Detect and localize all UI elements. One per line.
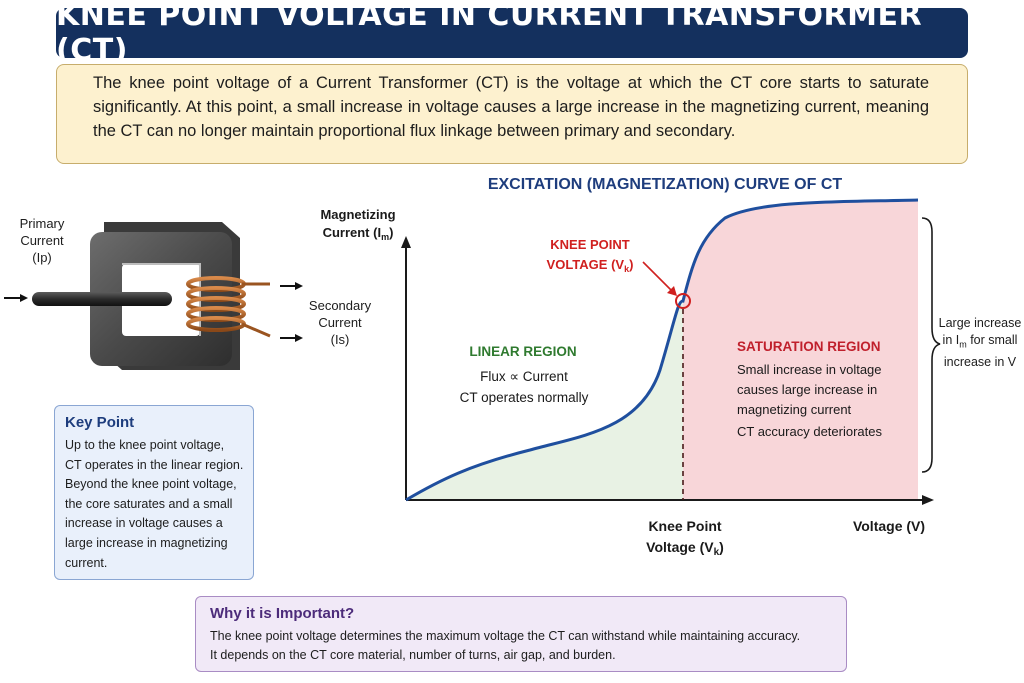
knee-point-arrowhead xyxy=(667,286,677,296)
saturation-region-line2: causes large increase in xyxy=(737,382,877,397)
secondary-current-label: Secondary Current (Is) xyxy=(308,298,372,347)
knee-point-arrow xyxy=(642,261,675,294)
knee-point-label-line1: KNEE POINT xyxy=(550,237,630,252)
key-point-title: Key Point xyxy=(65,414,135,431)
knee-point-label-line2: VOLTAGE (Vk) xyxy=(547,257,634,274)
key-point-box: Key Point Up to the knee point voltage, … xyxy=(54,405,254,580)
linear-region-fill xyxy=(406,300,683,500)
knee-point-marker xyxy=(675,293,691,309)
why-important-title: Why it is Important? xyxy=(210,605,355,622)
linear-region-title: LINEAR REGION xyxy=(469,344,576,359)
x-axis-arrow xyxy=(922,495,934,505)
right-brace xyxy=(921,217,941,473)
y-axis-arrow xyxy=(401,236,411,248)
intro-text: The knee point voltage of a Current Tran… xyxy=(93,74,929,140)
y-axis-label-line1: Magnetizing xyxy=(320,207,395,222)
why-important-body: The knee point voltage determines the ma… xyxy=(210,629,801,662)
x-axis-label: Voltage (V) xyxy=(853,518,925,534)
ct-core-svg xyxy=(4,222,303,370)
y-axis-label-line2: Current (Im) xyxy=(323,225,394,242)
excitation-curve-chart: Magnetizing Current (Im) Voltage (V) Kne… xyxy=(320,198,941,558)
saturation-region-fill xyxy=(683,200,918,500)
why-important-box: Why it is Important? The knee point volt… xyxy=(195,596,847,672)
saturation-region-line1: Small increase in voltage xyxy=(737,362,882,377)
saturation-region-line4: CT accuracy deteriorates xyxy=(737,424,882,439)
primary-conductor xyxy=(32,292,172,306)
excitation-curve-line xyxy=(405,198,919,502)
title-banner: KNEE POINT VOLTAGE IN CURRENT TRANSFORME… xyxy=(56,0,968,68)
key-point-body: Up to the knee point voltage, CT operate… xyxy=(65,438,244,570)
chart-title: EXCITATION (MAGNETIZATION) CURVE OF CT xyxy=(487,176,843,193)
primary-current-label: Primary Current (Ip) xyxy=(19,216,65,265)
saturation-region-line3: magnetizing current xyxy=(737,402,852,417)
right-note: Large increase in Im for small increase … xyxy=(938,316,1022,369)
intro-box: The knee point voltage of a Current Tran… xyxy=(56,64,968,164)
saturation-region-title: SATURATION REGION xyxy=(737,339,881,354)
knee-axis-label-line2: Voltage (Vk) xyxy=(646,539,724,558)
knee-axis-label-line1: Knee Point xyxy=(648,518,721,534)
page-title: KNEE POINT VOLTAGE IN CURRENT TRANSFORME… xyxy=(56,0,923,68)
linear-region-line1: Flux ∝ Current xyxy=(480,369,568,384)
secondary-coil xyxy=(186,276,271,338)
linear-region-line2: CT operates normally xyxy=(460,390,589,405)
